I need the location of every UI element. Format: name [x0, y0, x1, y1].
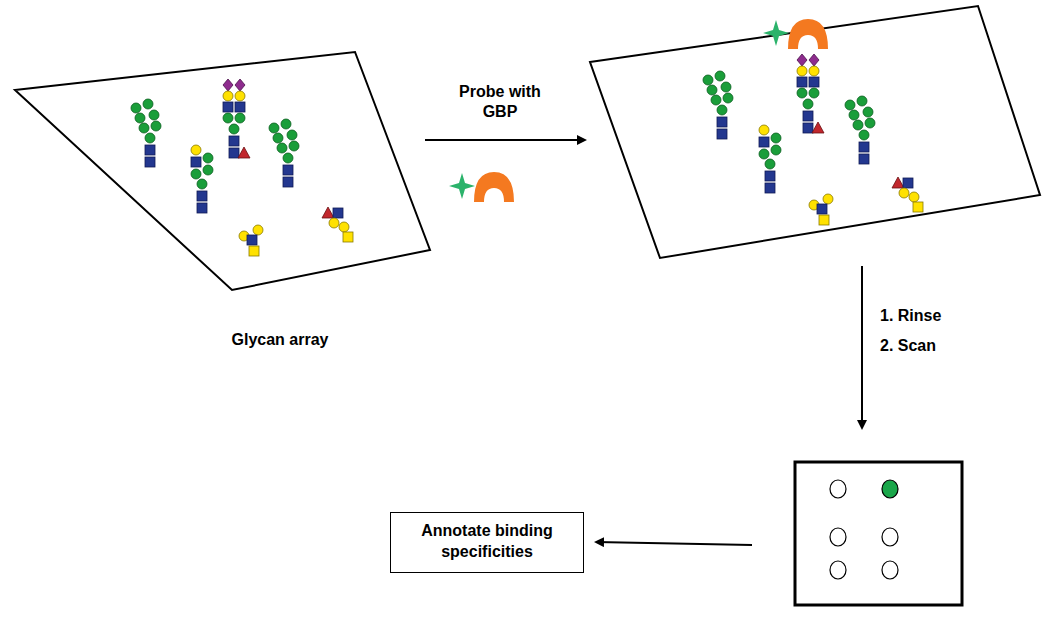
process-box: Annotate binding specificities [390, 512, 584, 573]
binding-spot [882, 480, 898, 498]
glass-slide [590, 6, 1040, 258]
caption-text: Glycan array [202, 330, 358, 351]
box-text: Annotate binding specificities [399, 521, 575, 563]
scan-image [795, 462, 962, 605]
arrow [861, 266, 863, 428]
arrow [596, 542, 752, 545]
glass-slide [15, 52, 430, 290]
step-note: 1. Rinse [880, 306, 1000, 326]
step-label: Probe with GBP [445, 82, 555, 122]
arrow [425, 139, 585, 141]
slide-label: Glycan array [200, 328, 360, 356]
gbp-probe [449, 172, 514, 202]
step-note: 2. Scan [880, 336, 1000, 356]
